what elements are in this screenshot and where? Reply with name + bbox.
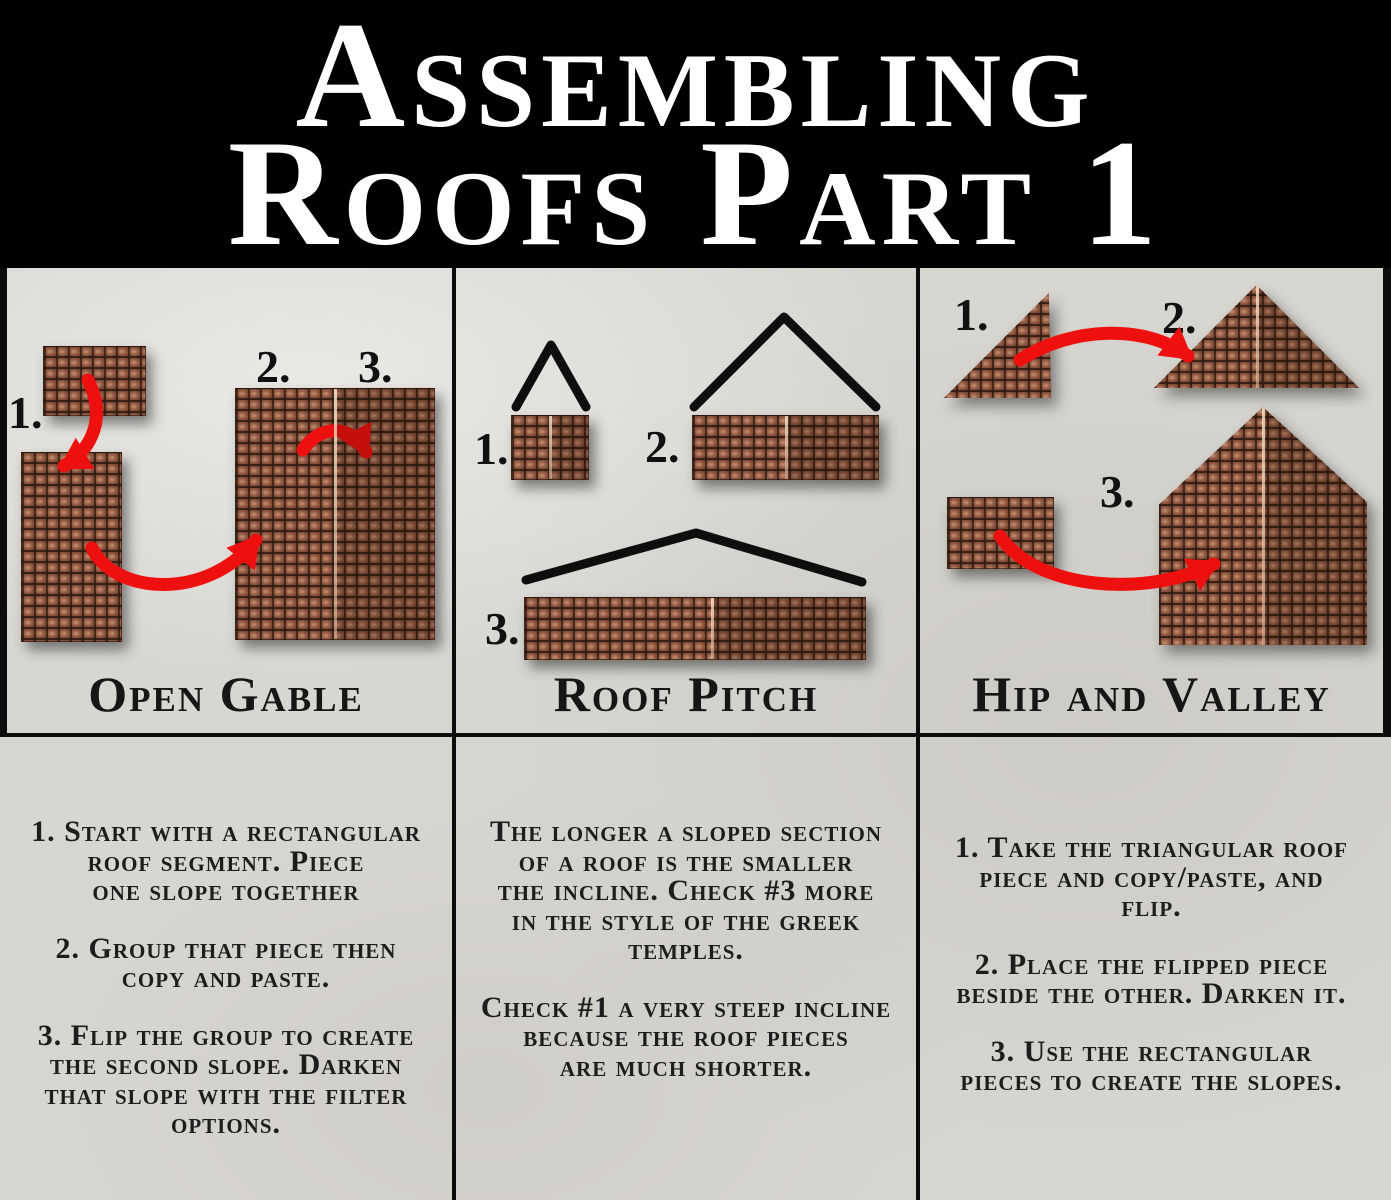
- instruction-step: 1. Take the triangular roof piece and co…: [955, 831, 1348, 923]
- instruction-step: 1. Start with a rectangular roof segment…: [31, 815, 421, 907]
- step-label-1: 1.: [954, 289, 989, 340]
- instruction-step: 3. Flip the group to create the second s…: [37, 1018, 415, 1140]
- instruction-step: 3. Use the rectangular pieces to create …: [960, 1034, 1343, 1097]
- panel-hip-and-valley: 1. 2. 3. Hip and V: [920, 268, 1383, 733]
- step-label-2: 2.: [645, 421, 680, 472]
- poster-header: Assembling Roofs Part 1: [0, 0, 1391, 277]
- step-label-3: 3.: [358, 341, 393, 392]
- roof-piece-steep-pitch: [511, 415, 589, 480]
- roof-piece-small-rect: [947, 497, 1054, 569]
- instructions-hip-and-valley: 1. Take the triangular roof piece and co…: [920, 737, 1383, 1200]
- roof-piece-shallow-pitch: [524, 597, 866, 660]
- poster-title-line1: Assembling: [295, 0, 1096, 159]
- step-label-3: 3.: [485, 603, 520, 654]
- roof-piece-triangle-single: [944, 293, 1051, 398]
- roof-piece-medium-pitch: [692, 415, 879, 480]
- instruction-step: Check #1 a very steep incline because th…: [480, 990, 892, 1083]
- instruction-step: The longer a sloped section of a roof is…: [489, 815, 883, 966]
- roof-piece-triangle-hip: [1154, 285, 1359, 388]
- instruction-step: 2. Group that piece then copy and paste.: [55, 931, 397, 994]
- section-divider: [0, 733, 1391, 737]
- step-label-1: 1.: [474, 423, 509, 474]
- instructions-roof-pitch: The longer a sloped section of a roof is…: [456, 737, 916, 1200]
- panel-heading-roof-pitch: Roof Pitch: [553, 666, 819, 722]
- panel-roof-pitch: 1. 2. 3. Roof Pitch: [456, 268, 916, 733]
- step-label-1: 1.: [8, 387, 43, 438]
- instructions-open-gable: 1. Start with a rectangular roof segment…: [0, 737, 452, 1200]
- step-label-2: 2.: [256, 341, 291, 392]
- instruction-step: 2. Place the flipped piece beside the ot…: [956, 947, 1347, 1010]
- pitch-angle-icons: [511, 312, 881, 587]
- tutorial-board: 1. 2. 3. Open Gable 1. 2. 3.: [0, 268, 1391, 1200]
- roof-piece-small-rect: [43, 346, 146, 416]
- panel-open-gable: 1. 2. 3. Open Gable: [0, 268, 452, 733]
- step-label-3: 3.: [1100, 466, 1135, 517]
- roof-piece-assembled-gable: [235, 388, 435, 640]
- left-border: [0, 268, 7, 733]
- roof-piece-hip-assembled: [1159, 407, 1367, 645]
- roof-piece-tall-slope: [21, 452, 122, 642]
- poster-title-line2: Roofs Part 1: [227, 109, 1164, 277]
- right-border: [1383, 268, 1391, 733]
- panel-heading-hip-and-valley: Hip and Valley: [972, 666, 1331, 722]
- panel-heading-open-gable: Open Gable: [88, 666, 364, 722]
